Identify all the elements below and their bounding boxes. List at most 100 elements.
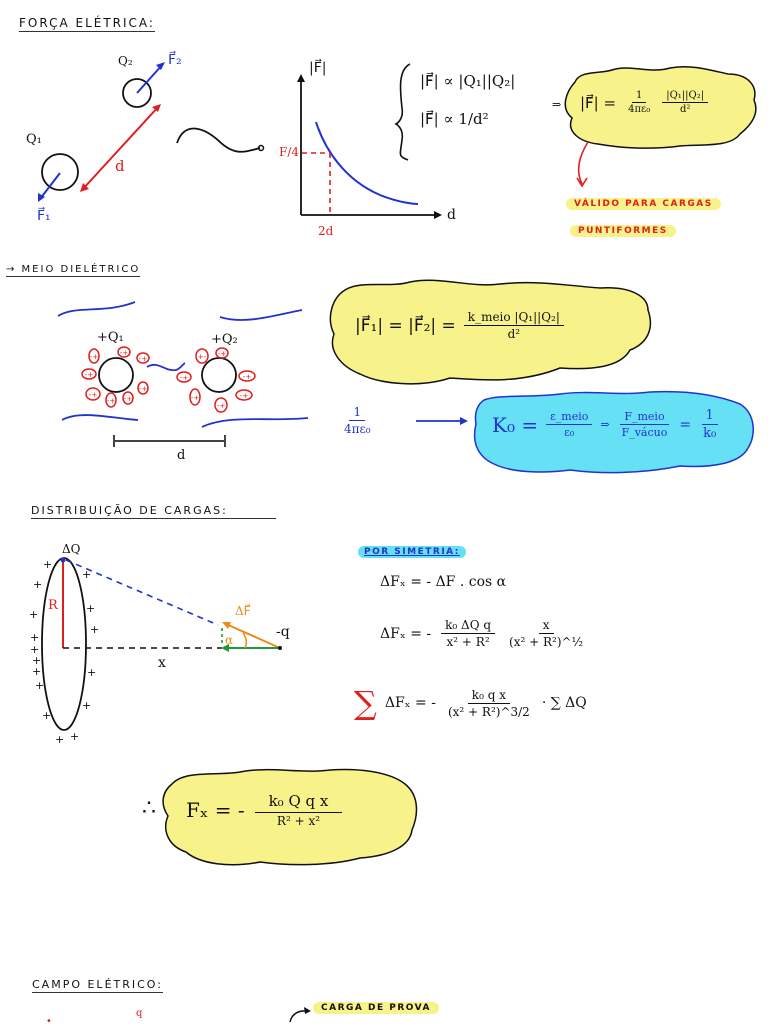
eq2-frac2-den: (x² + R²)^½ [509, 635, 584, 649]
final-force-formula: Fₓ = - k₀ Q q x R² + x² [186, 792, 343, 828]
k-equals: = [679, 416, 692, 433]
label-delta-q: ΔQ [62, 542, 81, 556]
eq2-lhs: ΔFₓ = - [380, 625, 432, 642]
coulomb-const-den: 4πε₀ [628, 104, 651, 115]
eq2-frac1-den: x² + R² [446, 635, 490, 649]
svg-text:-+: -+ [139, 355, 148, 363]
graph-y-tick: F/4 [279, 145, 300, 159]
sigma-icon: ∑ [354, 684, 377, 722]
coulomb-constant-fraction: 1 4πε₀ [340, 405, 375, 436]
svg-text:+: + [70, 730, 79, 743]
force-f1-arrow [39, 172, 61, 200]
k-frac3-den: k₀ [703, 426, 717, 441]
svg-text:+: + [86, 602, 95, 615]
svg-text:+: + [82, 699, 91, 712]
svg-text:+: + [33, 578, 42, 591]
svg-text:+: + [35, 679, 44, 692]
svg-text:+: + [32, 654, 41, 667]
svg-text:-+: -+ [85, 371, 94, 379]
dielectric-formula-cloud [329, 279, 652, 385]
svg-text:-+: -+ [89, 391, 98, 399]
dielectric-label-q2: +Q₂ [211, 332, 238, 347]
force-f2-arrow [136, 63, 164, 94]
svg-text:-+: -+ [191, 394, 200, 402]
svg-text:+: + [29, 608, 38, 621]
inverse-square-curve [315, 121, 419, 205]
label-test-charge: -q [276, 624, 290, 640]
dielectric-force-num: k_meio |Q₁||Q₂| [463, 310, 564, 326]
svg-text:-+: -+ [90, 353, 99, 361]
final-lhs: Fₓ = - [186, 798, 245, 822]
heading-campo-eletrico: CAMPO ELÉTRICO: [32, 978, 163, 993]
k-frac1-den: ε₀ [564, 426, 575, 439]
therefore-icon: ∴ [142, 796, 156, 821]
implies-symbol: ⇒ [552, 98, 562, 111]
svg-text:-+: -+ [240, 392, 249, 400]
squiggle-arrow [176, 127, 261, 153]
svg-text:-+: -+ [120, 349, 129, 357]
svg-text:-+: -+ [243, 373, 252, 381]
svg-text:+: + [30, 643, 39, 656]
label-delta-f: ΔF⃗ [235, 604, 251, 618]
label-q2: Q₂ [118, 54, 133, 68]
ring-plus-signs: +++ +++ +++ +++ +++ + [29, 558, 99, 746]
dielectric-force-formula: |F⃗₁| = |F⃗₂| = k_meio |Q₁||Q₂| d² [355, 310, 564, 341]
eq2-frac2-num: x [538, 618, 554, 634]
label-alpha: α [225, 633, 234, 647]
k-frac3-num: 1 [701, 408, 718, 425]
final-result-cloud [162, 768, 418, 866]
dielectric-constant-formula: K₀ = ε_meio ε₀ ⇒ F_meio F_vácuo = 1 k₀ [492, 408, 720, 441]
proportion-distance: |F⃗| ∝ 1/d² [420, 110, 489, 128]
coulomb-const-num: 1 [631, 90, 647, 103]
eq3-num: k₀ q x [467, 688, 510, 704]
dipoles-q2 [176, 347, 256, 413]
line-to-charge-dashed [65, 559, 219, 626]
svg-text:+: + [82, 568, 91, 581]
delta-f-vector [225, 623, 281, 649]
label-f2: F⃗₂ [168, 52, 182, 68]
dielectric-label-q1: +Q₁ [97, 330, 124, 345]
svg-text:-+: -+ [124, 395, 133, 403]
graph-x-label: d [447, 207, 456, 223]
test-charge-tag: CARGA DE PROVA [313, 1002, 439, 1014]
svg-text:-+: -+ [107, 397, 116, 405]
svg-text:+-: +- [198, 353, 207, 361]
result-highlight-cloud [564, 65, 757, 149]
eq3-lhs: ΔFₓ = - [384, 695, 436, 711]
label-distance-d: d [115, 157, 125, 175]
proportion-charges: |F⃗| ∝ |Q₁||Q₂| [420, 72, 516, 90]
coulomb-lhs: |F⃗| = [580, 93, 617, 112]
graph-y-label: |F⃗| [309, 60, 327, 76]
dielectric-force-den: d² [507, 327, 521, 341]
label-radius: R [48, 598, 58, 613]
equation-dfx-expanded: ΔFₓ = - k₀ ΔQ q x² + R² x (x² + R²)^½ [380, 618, 587, 649]
svg-text:+: + [87, 666, 96, 679]
k-frac2-num: F_meio [620, 410, 669, 425]
dielectric-q1-circle [98, 357, 134, 393]
svg-text:-+: -+ [180, 374, 189, 382]
note-puntiformes: PUNTIFORMES [570, 225, 676, 237]
dielectric-label-d: d [177, 448, 186, 463]
heading-distribuicao: DISTRIBUIÇÃO DE CARGAS: [31, 504, 276, 519]
eq2-frac1-num: k₀ ΔQ q [441, 618, 496, 634]
svg-text:+: + [30, 631, 39, 644]
label-f1: F⃗₁ [37, 208, 51, 224]
eq3-den: (x² + R²)^3/2 [447, 704, 530, 719]
k-frac1-num: ε_meio [546, 410, 593, 425]
campo-partial-mark: • [46, 1016, 52, 1027]
k-implies: ⇒ [600, 418, 610, 431]
campo-partial-q: q [136, 1008, 143, 1019]
svg-text:+: + [42, 709, 51, 722]
svg-text:+: + [32, 665, 41, 678]
note-valid-point-charges: VÁLIDO PARA CARGAS [566, 198, 721, 210]
svg-text:-+: -+ [139, 385, 148, 393]
charge-q1-circle [41, 153, 79, 191]
k-frac2-den: F_vácuo [621, 426, 668, 439]
coulomb-distance-den: d² [679, 104, 691, 115]
equation-sum-dfx: ∑ ΔFₓ = - k₀ q x (x² + R²)^3/2 · ∑ ΔQ [354, 684, 587, 722]
svg-text:+: + [90, 623, 99, 636]
symmetry-tag: POR SIMETRIA: [358, 546, 466, 558]
k-lhs: K₀ = [492, 412, 539, 437]
eq3-rhs: · ∑ ΔQ [541, 695, 587, 711]
